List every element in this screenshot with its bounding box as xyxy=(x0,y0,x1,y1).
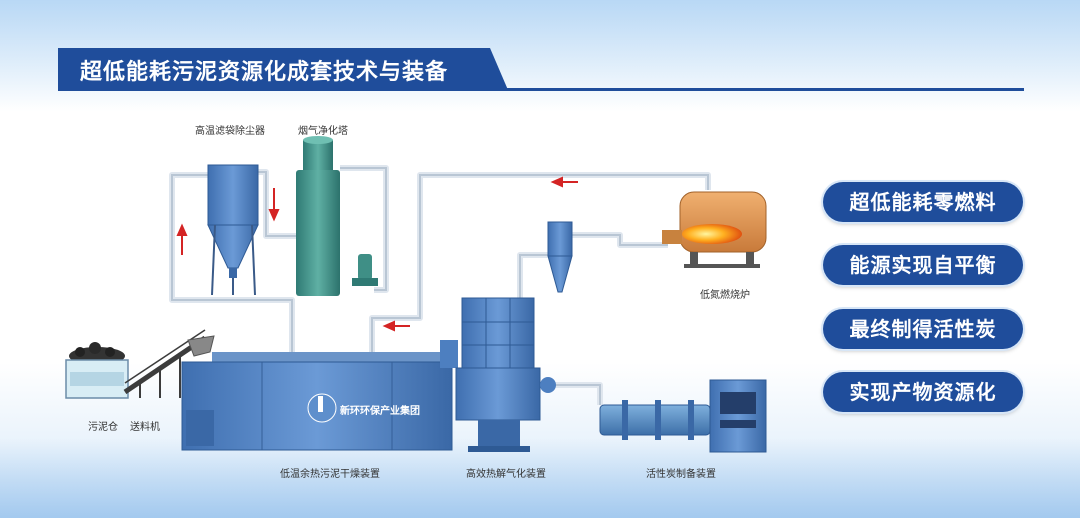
page-title: 超低能耗污泥资源化成套技术与装备 xyxy=(80,60,449,85)
burner-unit xyxy=(662,191,767,268)
feature-pill-3: 最终制得活性炭 xyxy=(823,309,1023,349)
background-bottom-glow xyxy=(0,438,1080,518)
label-silo: 污泥仓 xyxy=(88,422,118,433)
pyrolysis-unit xyxy=(455,297,556,452)
scrubber-tower xyxy=(296,136,378,296)
flow-arrows xyxy=(176,176,578,332)
title-underline xyxy=(58,88,1024,91)
label-dryer: 低温余热污泥干燥装置 xyxy=(280,469,380,480)
cyclone-separator xyxy=(547,221,573,293)
company-logo-text: 新环环保产业集团 xyxy=(340,406,420,417)
flow-arrow-up xyxy=(176,223,188,255)
feature-pill-2: 能源实现自平衡 xyxy=(823,245,1023,285)
bag-filter-unit xyxy=(207,164,259,296)
label-burner: 低氮燃烧炉 xyxy=(700,290,750,301)
title-banner: 超低能耗污泥资源化成套技术与装备 xyxy=(58,48,508,90)
flow-arrow-down xyxy=(268,188,280,222)
sludge-silo xyxy=(65,342,129,399)
dryer-unit xyxy=(181,340,458,451)
label-bag-filter: 高温滤袋除尘器 xyxy=(195,126,265,137)
pipe-filter-to-scrubber xyxy=(258,169,296,239)
carbon-kiln xyxy=(599,379,767,453)
pipe-burner-to-dryer xyxy=(369,172,711,358)
flow-arrow-left-top xyxy=(550,176,578,188)
conveyor xyxy=(123,329,215,398)
pipe-pyrolysis-to-cyclone xyxy=(517,252,548,298)
label-conveyor: 送料机 xyxy=(130,422,160,433)
label-carbon: 活性炭制备装置 xyxy=(646,469,716,480)
pipe-network-inner xyxy=(171,167,709,405)
feature-pill-4: 实现产物资源化 xyxy=(823,372,1023,412)
feature-pill-1: 超低能耗零燃料 xyxy=(823,182,1023,222)
flow-arrow-left-mid xyxy=(382,320,410,332)
label-pyrolysis: 高效热解气化装置 xyxy=(466,469,546,480)
label-scrubber: 烟气净化塔 xyxy=(298,126,348,137)
